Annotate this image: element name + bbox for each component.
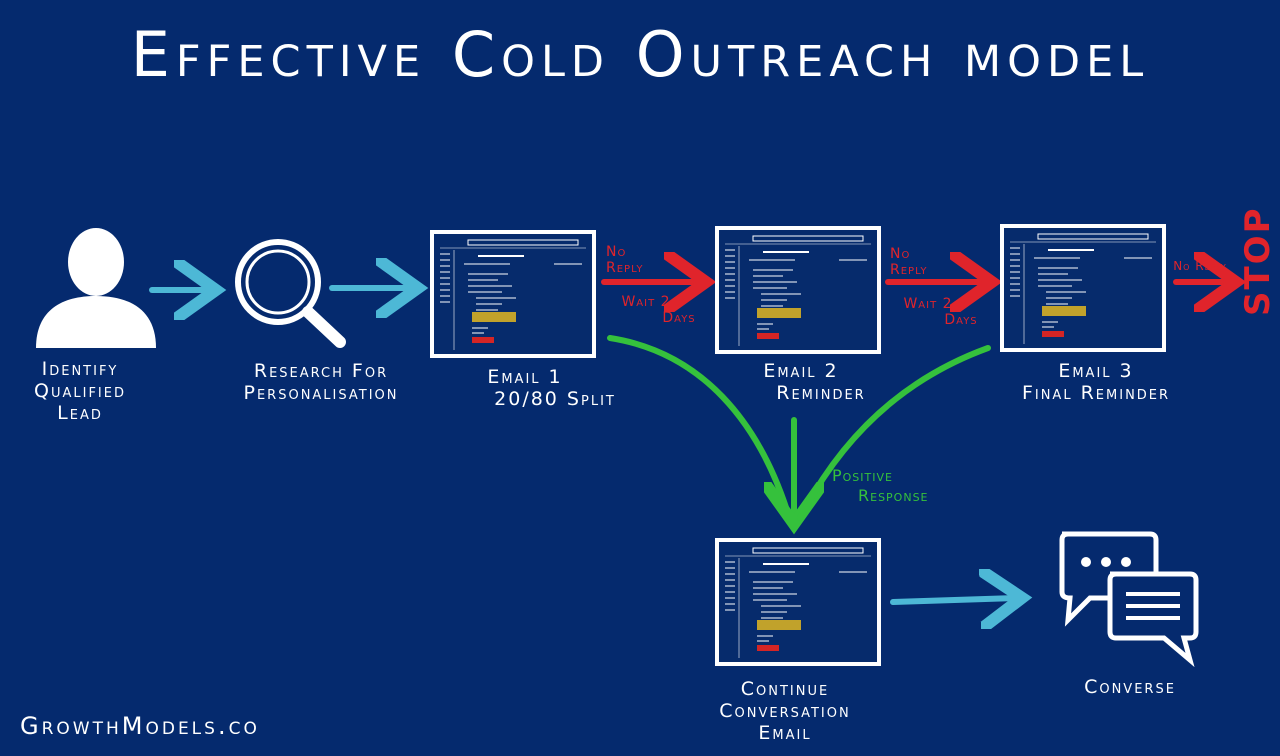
positive-line-2: Response — [858, 486, 929, 505]
mock-cta — [757, 333, 779, 339]
wait-label-1: Wait 2-3 Days — [606, 294, 702, 326]
positive-line-1: Positive — [832, 466, 893, 485]
wait-1-line-1: Wait 2-3 — [621, 294, 687, 310]
step-continue-line-2: Conversation — [719, 700, 851, 722]
step-converse-label: Converse — [1084, 676, 1176, 698]
footer-brand: GrowthModels.co — [20, 712, 260, 740]
no-reply-2-line-2: Reply — [890, 262, 928, 278]
step-email3-line-1: Email 3 — [1058, 360, 1134, 382]
email-mock-content — [725, 235, 871, 346]
no-reply-1-line-2: Reply — [606, 260, 644, 276]
mock-search-bar — [752, 235, 864, 242]
email-mock-content — [1010, 233, 1156, 344]
step-identify-label: Identify Qualified Lead — [10, 358, 150, 424]
email-3-screen — [1000, 224, 1166, 352]
step-email2-label: Email 2 Reminder — [716, 360, 886, 404]
chat-bubbles-icon — [1059, 531, 1199, 668]
magnifier-icon — [235, 239, 346, 348]
step-email1-line-2: 20/80 Split — [494, 388, 616, 410]
email-2-screen — [715, 226, 881, 354]
mock-cta — [472, 337, 494, 343]
step-research-line-1: Research For — [253, 360, 389, 382]
continue-email-screen — [715, 538, 881, 666]
stop-label: STOP — [1238, 206, 1278, 316]
email-1-screen — [430, 230, 596, 358]
step-email2-line-2: Reminder — [776, 382, 866, 404]
no-reply-2-line-1: No — [890, 246, 911, 262]
mock-button — [472, 312, 516, 322]
step-continue-line-1: Continue — [740, 678, 830, 700]
diagram-title: Effective Cold Outreach model — [130, 18, 1150, 91]
arrow-email3-positive — [797, 345, 991, 521]
step-continue-label: Continue Conversation Email — [710, 678, 860, 744]
email-mock-content — [440, 239, 586, 350]
step-research-line-2: Personalisation — [243, 382, 399, 404]
no-reply-label-final: No Reply — [1173, 259, 1227, 273]
wait-label-2: Wait 2-3 Days — [888, 296, 984, 328]
wait-2-line-1: Wait 2-3 — [903, 296, 969, 312]
step-identify-line-2: Qualified — [34, 380, 126, 402]
mock-cta — [757, 645, 779, 651]
step-email3-label: Email 3 Final Reminder — [996, 360, 1196, 404]
no-reply-label-2: No Reply — [890, 246, 950, 278]
step-identify-line-3: Lead — [57, 402, 103, 424]
mock-search-bar — [1037, 233, 1149, 240]
mock-button — [757, 308, 801, 318]
mock-button — [1042, 306, 1086, 316]
wait-2-line-2: Days — [944, 312, 978, 328]
no-reply-1-line-1: No — [606, 244, 627, 260]
step-email2-line-1: Email 2 — [763, 360, 839, 382]
step-email1-label: Email 1 20/80 Split — [430, 366, 620, 410]
arrow-continue-to-converse — [890, 598, 1016, 602]
mock-cta — [1042, 331, 1064, 337]
step-email3-line-2: Final Reminder — [1021, 382, 1171, 404]
wait-1-line-2: Days — [662, 310, 696, 326]
mock-search-bar — [467, 239, 579, 246]
email-mock-content — [725, 547, 871, 658]
no-reply-label-1: No Reply — [606, 244, 666, 276]
mock-button — [757, 620, 801, 630]
step-research-label: Research For Personalisation — [216, 360, 426, 404]
positive-response-label: Positive Response — [832, 466, 972, 506]
mock-search-bar — [752, 547, 864, 554]
step-identify-line-1: Identify — [41, 358, 119, 380]
step-continue-line-3: Email — [758, 722, 812, 744]
step-email1-line-1: Email 1 — [487, 366, 563, 388]
person-icon — [36, 228, 156, 348]
